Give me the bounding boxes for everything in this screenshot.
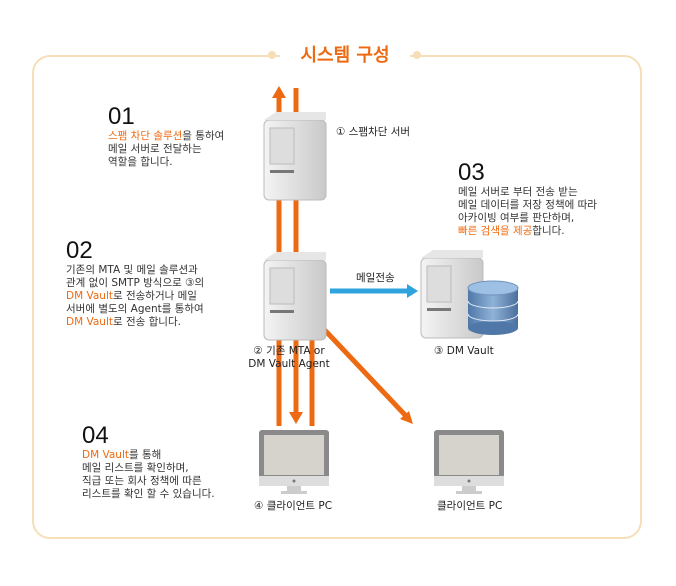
text: 메일 데이터를 저장 정책에 따라 [458, 199, 597, 211]
mta-server-label: ② 기존 MTA or DM Vault Agent [234, 345, 344, 371]
title-dot-right [413, 51, 421, 59]
text: 를 통해 [128, 449, 162, 461]
step-number: 04 [82, 422, 109, 449]
highlight: 빠른 검색을 제공 [458, 225, 533, 237]
mail-send-label: 메일전송 [356, 272, 395, 284]
text: 을 통하여 [182, 130, 225, 142]
spam-server-icon [263, 112, 327, 201]
highlight: 스팸 차단 솔루션 [108, 130, 183, 142]
arrow-right-icon [407, 284, 418, 298]
highlight: DM Vault [82, 449, 129, 461]
text: 아카이빙 여부를 판단하며, [458, 212, 575, 224]
client-pc-4-label: ④ 클라이언트 PC [254, 500, 333, 512]
highlight: DM Vault [66, 290, 113, 302]
arrow-diagonal-icon [400, 411, 413, 424]
vault-label: ③ DM Vault [434, 345, 494, 357]
text: 직급 또는 회사 정책에 따른 [82, 475, 202, 487]
text: 합니다. [532, 225, 565, 237]
diagram-title: 시스템 구성 [280, 42, 410, 70]
step-02: 02 기존의 MTA 및 메일 솔루션과 관계 없이 SMTP 방식으로 ③의 … [66, 238, 204, 329]
mta-server-icon [263, 252, 327, 341]
step-number: 01 [108, 103, 135, 130]
text: 서버에 별도의 Agent를 통하여 [66, 303, 204, 315]
step-number: 03 [458, 159, 485, 186]
text: 메일 리스트를 확인하며, [82, 462, 189, 474]
step-01: 01 스팸 차단 솔루션을 통하여 메일 서버로 전달하는 역할을 합니다. [108, 104, 224, 169]
arrow-down-icon [289, 412, 303, 424]
highlight: DM Vault [66, 316, 113, 328]
step-number: 02 [66, 237, 93, 264]
text: 로 전송 합니다. [112, 316, 181, 328]
step-04: 04 DM Vault를 통해 메일 리스트를 확인하며, 직급 또는 회사 정… [82, 423, 215, 501]
text: 메일 서버로 부터 전송 받는 [458, 186, 578, 198]
client-pc-icon [434, 430, 504, 494]
title-dot-left [268, 51, 276, 59]
text: 메일 서버로 전달하는 [108, 143, 202, 155]
client-pc-4-icon [259, 430, 329, 494]
text: 리스트를 확인 할 수 있습니다. [82, 488, 215, 500]
text: ② 기존 MTA or [253, 345, 325, 357]
arrow-up-icon [272, 86, 286, 98]
text: 로 전송하거나 메일 [112, 290, 197, 302]
client-pc-label: 클라이언트 PC [437, 500, 503, 512]
text: 관계 없이 SMTP 방식으로 ③의 [66, 277, 205, 289]
vault-server-icon [420, 250, 484, 339]
spam-server-label: ① 스팸차단 서버 [336, 126, 411, 138]
text: DM Vault Agent [248, 358, 330, 370]
text: 기존의 MTA 및 메일 솔루션과 [66, 264, 198, 276]
database-icon [467, 280, 519, 335]
step-03: 03 메일 서버로 부터 전송 받는 메일 데이터를 저장 정책에 따라 아카이… [458, 160, 597, 238]
text: 역할을 합니다. [108, 156, 173, 168]
